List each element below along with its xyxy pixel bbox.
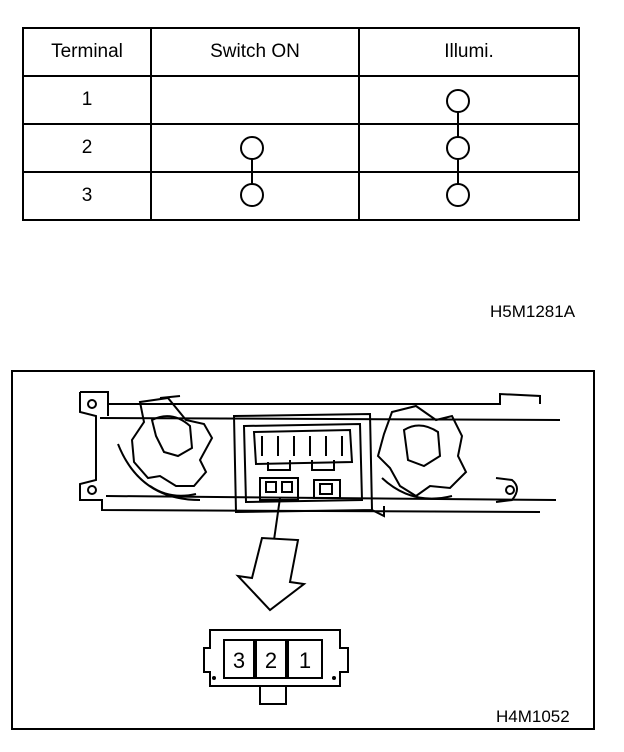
connector-pin-label: 3 bbox=[233, 648, 245, 673]
illustration-frame bbox=[11, 370, 595, 730]
pin-box bbox=[223, 639, 255, 679]
terminal-cell: 1 bbox=[22, 75, 152, 125]
switch-assembly-drawing bbox=[79, 391, 561, 518]
switch-on-cell bbox=[150, 75, 360, 125]
connector-pin-label: 2 bbox=[265, 648, 277, 673]
connector-pin-label: 1 bbox=[299, 648, 311, 673]
continuity-marks bbox=[240, 89, 470, 207]
arrow-down-icon bbox=[235, 536, 307, 612]
connector-face: 3 2 1 bbox=[203, 629, 349, 705]
table-row: 1 bbox=[22, 75, 580, 125]
continuity-marker bbox=[446, 89, 470, 113]
continuity-marker bbox=[240, 183, 264, 207]
terminal-cell: 2 bbox=[22, 123, 152, 173]
terminal-cell: 3 bbox=[22, 171, 152, 221]
continuity-marker bbox=[446, 183, 470, 207]
figure-code-top: H5M1281A bbox=[490, 302, 576, 321]
header-switch-on: Switch ON bbox=[150, 27, 360, 77]
pin-box bbox=[255, 639, 287, 679]
table-header-row: Terminal Switch ON Illumi. bbox=[22, 27, 580, 77]
figure-code-bottom: H4M1052 bbox=[496, 707, 570, 726]
pin-box bbox=[287, 639, 323, 679]
header-terminal: Terminal bbox=[22, 27, 152, 77]
header-illumi: Illumi. bbox=[358, 27, 580, 77]
continuity-marker bbox=[446, 136, 470, 160]
continuity-marker bbox=[240, 136, 264, 160]
